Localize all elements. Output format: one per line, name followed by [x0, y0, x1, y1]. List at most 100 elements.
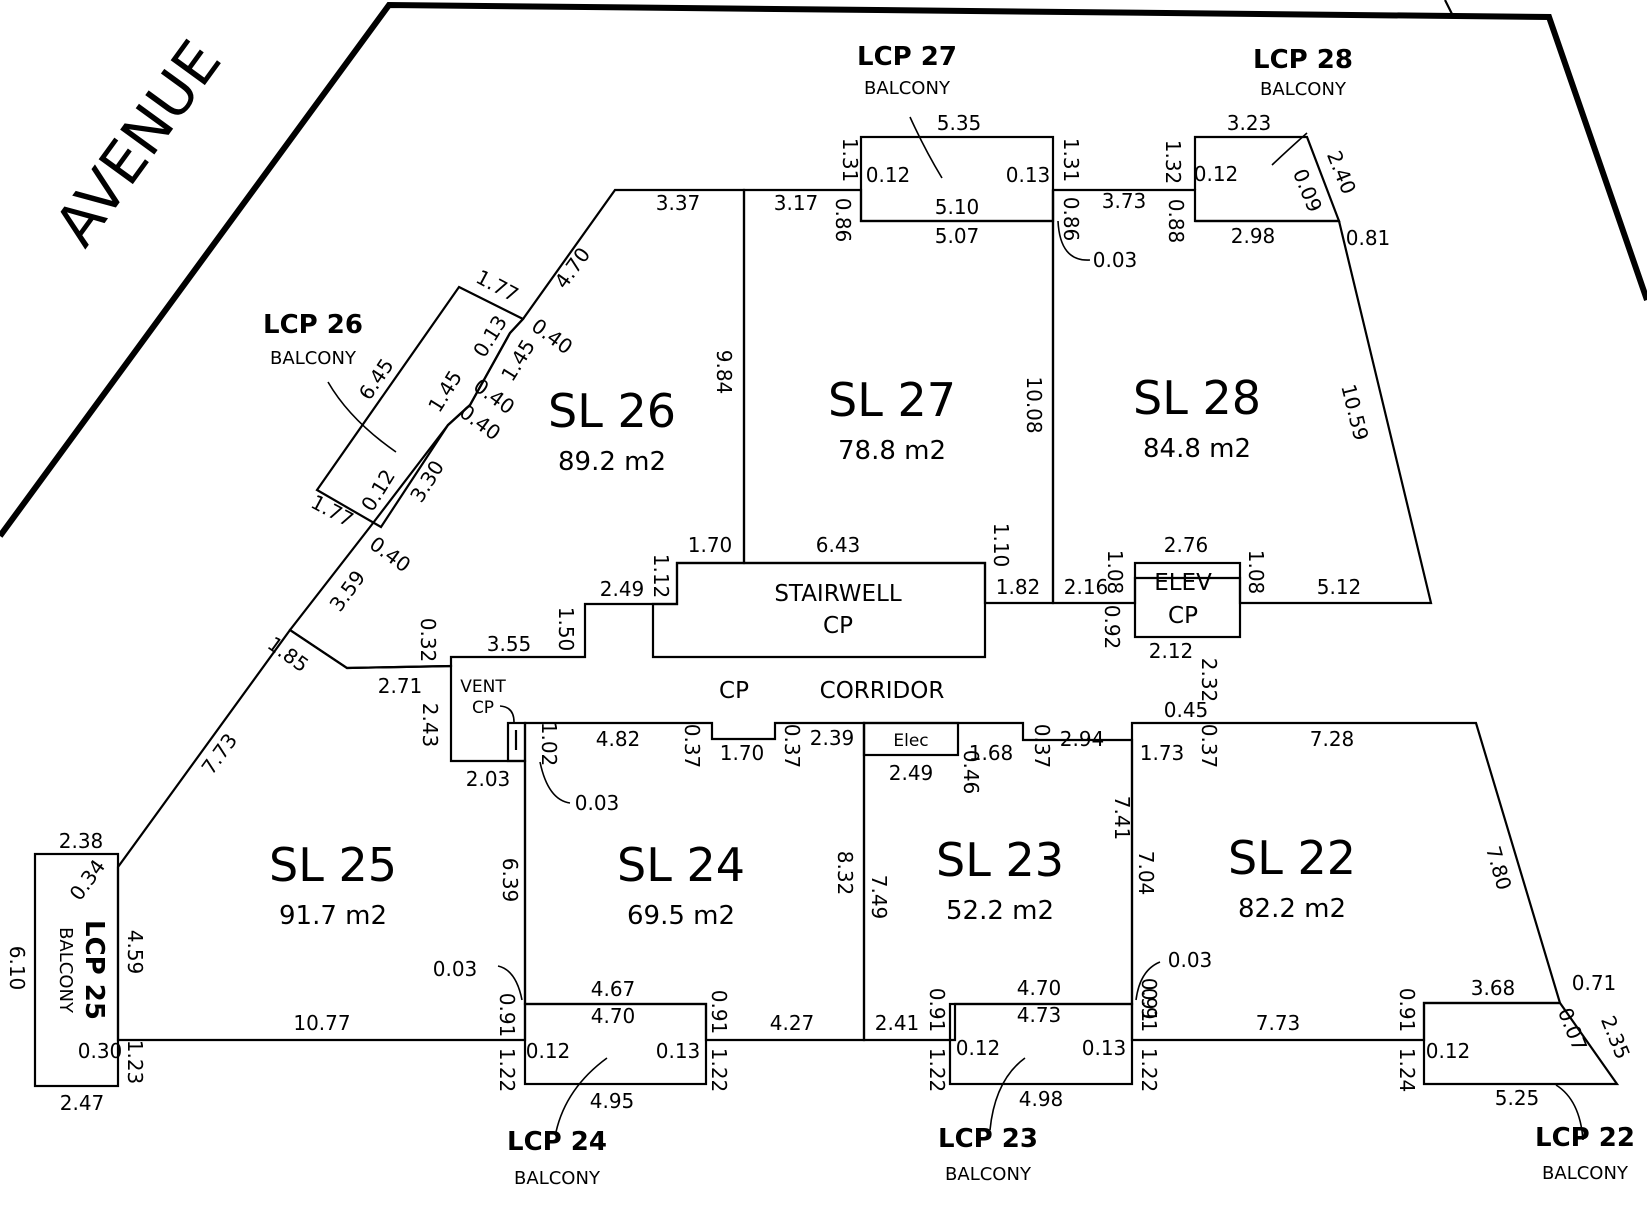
dim-lcp23-left-drop: 0.91 — [925, 988, 949, 1033]
dim-lcp24-left-inner: 0.12 — [526, 1039, 571, 1063]
sl25-name: SL 25 — [269, 838, 397, 892]
dim-sl28-bottom: 5.12 — [1317, 575, 1362, 599]
dim-stair-left: 1.12 — [649, 554, 673, 599]
lcp26-name: LCP 26 — [263, 310, 363, 340]
dim-lcp27-right-inner: 0.13 — [1006, 163, 1051, 187]
dim-lcp26-bottom: 1.77 — [307, 490, 358, 532]
dim-sl26-right: 9.84 — [712, 350, 736, 395]
dim-lcp28-drop: 0.88 — [1164, 199, 1188, 244]
dim-lcp28-bottom: 2.98 — [1231, 224, 1276, 248]
lcp25-name: LCP 25 — [79, 920, 109, 1020]
lcp27-outline — [859, 135, 1055, 223]
dim-lcp26-top: 1.77 — [472, 265, 523, 307]
dim-sl24-left: 6.39 — [498, 858, 522, 903]
dim-sl24-offset: 0.03 — [433, 957, 478, 981]
dim-sl22-top: 7.28 — [1310, 727, 1355, 751]
sl23-area: 52.2 m2 — [946, 896, 1054, 926]
lcp26-arrow — [327, 381, 397, 453]
dim-sl23-left: 7.49 — [867, 875, 891, 920]
dim-0.03-lead-1 — [1057, 220, 1091, 261]
lcp22-name: LCP 22 — [1535, 1123, 1635, 1153]
vent-cp-label: CP — [472, 698, 494, 718]
lcp26-outline — [315, 285, 525, 529]
dim-lcp24-left: 1.22 — [495, 1048, 519, 1093]
lcp26-sub: BALCONY — [270, 348, 357, 369]
dim-sl24-notch-right: 0.37 — [780, 724, 804, 769]
dim-vent-side: 1.02 — [537, 722, 561, 767]
dim-sl26-top-right: 3.17 — [774, 191, 819, 215]
lcp28-sub: BALCONY — [1260, 79, 1347, 100]
lcp24-outline — [523, 1002, 708, 1086]
dim-elev-left: 1.08 — [1103, 550, 1127, 595]
dim-lcp26-inner-1: 0.13 — [468, 311, 512, 361]
common-labels: STAIRWELL CP ELEV CP CP CORRIDOR VENT CP… — [460, 570, 1212, 751]
lcp27-name: LCP 27 — [857, 42, 957, 72]
dim-lcp24-top-outer: 4.67 — [591, 977, 636, 1001]
lcp23-arrow — [989, 1057, 1026, 1131]
stairwell-outline — [651, 561, 987, 659]
stairwell-cp-label: CP — [823, 613, 853, 639]
dim-lcp23-top-inner: 4.73 — [1017, 1003, 1062, 1027]
dim-sl22-notch: 0.37 — [1197, 724, 1221, 769]
sl24-area: 69.5 m2 — [627, 901, 735, 931]
dim-lcp23-bottom: 4.98 — [1019, 1087, 1064, 1111]
dim-lcp23-right-inner: 0.13 — [1082, 1036, 1127, 1060]
elec-outline — [862, 721, 960, 757]
dim-sl23-right: 7.41 — [1110, 796, 1134, 841]
dim-elec-side: 0.46 — [959, 750, 983, 795]
dim-sl23-top-right: 2.94 — [1060, 727, 1105, 751]
dimension-labels: 5.35 1.31 0.12 5.10 0.13 1.31 0.86 5.07 … — [5, 111, 1635, 1115]
lcp22-arrow — [1555, 1084, 1584, 1141]
elev-cp-label: CP — [1168, 603, 1198, 629]
dim-sl25-diag-upper: 3.59 — [325, 566, 371, 616]
dim-corridor-diag: 1.85 — [263, 632, 313, 678]
dim-stair-top: 6.43 — [816, 533, 861, 557]
dim-lcp25-left: 6.10 — [5, 946, 29, 991]
lcp23-name: LCP 23 — [938, 1124, 1038, 1154]
balcony-outlines — [33, 135, 1620, 1088]
dim-lcp23-right-drop: 0.91 — [1137, 988, 1161, 1033]
lcp27-sub: BALCONY — [864, 78, 951, 99]
lcp28-name: LCP 28 — [1253, 45, 1353, 75]
dim-lcp28-rear: 3.73 — [1102, 189, 1147, 213]
dim-lcp27-right-drop: 0.86 — [1059, 197, 1083, 242]
dim-lcp22-bottom: 5.25 — [1495, 1086, 1540, 1110]
dim-sl27-right: 10.08 — [1022, 376, 1046, 433]
dim-lcp26-inner-3: 1.45 — [496, 335, 540, 385]
dim-lcp22-left-top: 0.91 — [1137, 978, 1161, 1023]
sl23-name: SL 23 — [936, 833, 1064, 887]
dim-lcp24-top-inner: 4.70 — [591, 1004, 636, 1028]
dim-corridor-drop: 2.43 — [418, 703, 442, 748]
dim-sl24-notch: 1.70 — [720, 741, 765, 765]
dim-corridor-bottom: 2.03 — [466, 767, 511, 791]
dim-lcp22-left-inner: 0.12 — [1426, 1039, 1471, 1063]
dim-sl23-notch-right: 0.37 — [1030, 724, 1054, 769]
elev-label: ELEV — [1154, 570, 1212, 596]
sl22-name: SL 22 — [1228, 831, 1356, 885]
corridor-cp-label: CP — [719, 678, 749, 704]
dim-corridor-step: 0.45 — [1164, 698, 1209, 722]
dim-sl27-bottom-left: 1.70 — [688, 533, 733, 557]
dim-elev-left-top: 2.16 — [1064, 575, 1109, 599]
lcp23-sub: BALCONY — [945, 1164, 1032, 1185]
dim-sl23-notch: 1.68 — [969, 741, 1014, 765]
dim-elev-drop: 2.32 — [1197, 658, 1221, 703]
dim-lcp26-outer: 6.45 — [354, 354, 399, 404]
dim-lcp26-inner-2: 1.45 — [423, 366, 467, 416]
dim-corridor-top: 3.55 — [487, 632, 532, 656]
dim-sl24-right: 8.32 — [833, 851, 857, 896]
dim-lcp24-right-inner: 0.13 — [656, 1039, 701, 1063]
dim-sl23-top: 2.49 — [889, 761, 934, 785]
lcp22-outline — [1422, 1001, 1620, 1086]
boundary-tick — [1444, 0, 1453, 15]
dim-elev-left-lower: 0.92 — [1100, 605, 1124, 650]
dim-lcp25-inner: 0.30 — [78, 1039, 123, 1063]
sl27-name: SL 27 — [828, 373, 956, 427]
dim-0.03-lead-2 — [539, 761, 571, 804]
boundary-west — [0, 1, 1647, 538]
dim-stair-right-bottom: 1.82 — [996, 575, 1041, 599]
dim-sl22-slope: 7.80 — [1481, 843, 1516, 892]
dim-sl24-bottom: 4.27 — [770, 1011, 815, 1035]
dim-sl24-top: 4.82 — [596, 727, 641, 751]
elec-label: Elec — [893, 731, 928, 751]
